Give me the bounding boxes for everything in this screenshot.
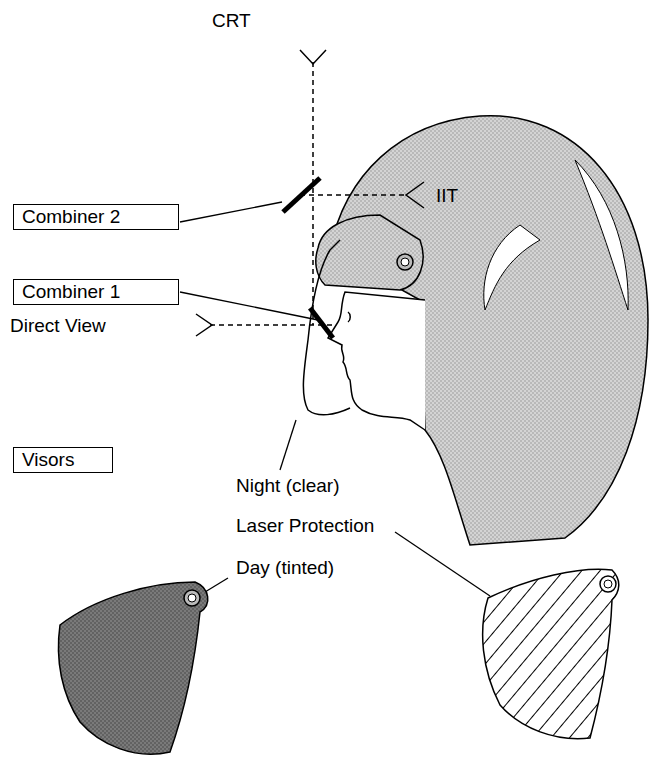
face-profile xyxy=(328,292,425,430)
label-box: Combiner 1 xyxy=(13,279,179,305)
box-text: Combiner 1 xyxy=(22,282,170,302)
path-label: Direct View xyxy=(10,315,106,336)
visor-label: Laser Protection xyxy=(236,515,374,536)
box-text: Combiner 2 xyxy=(22,207,170,227)
visor-housing xyxy=(316,215,423,290)
label-box: Combiner 2 xyxy=(13,204,179,230)
clear-visor xyxy=(303,250,350,415)
combiner-1 xyxy=(310,308,333,338)
laser-visor xyxy=(483,569,619,738)
combiner-2 xyxy=(283,178,320,212)
source-label: IIT xyxy=(436,185,458,206)
box-text: Visors xyxy=(22,450,104,470)
leader-line xyxy=(180,202,490,596)
visor-label: Day (tinted) xyxy=(236,557,334,578)
optical-path xyxy=(210,62,405,325)
label-box: Visors xyxy=(13,447,113,473)
day-visor xyxy=(58,582,207,754)
visor-label: Night (clear) xyxy=(236,475,339,496)
source-label: CRT xyxy=(212,10,251,31)
